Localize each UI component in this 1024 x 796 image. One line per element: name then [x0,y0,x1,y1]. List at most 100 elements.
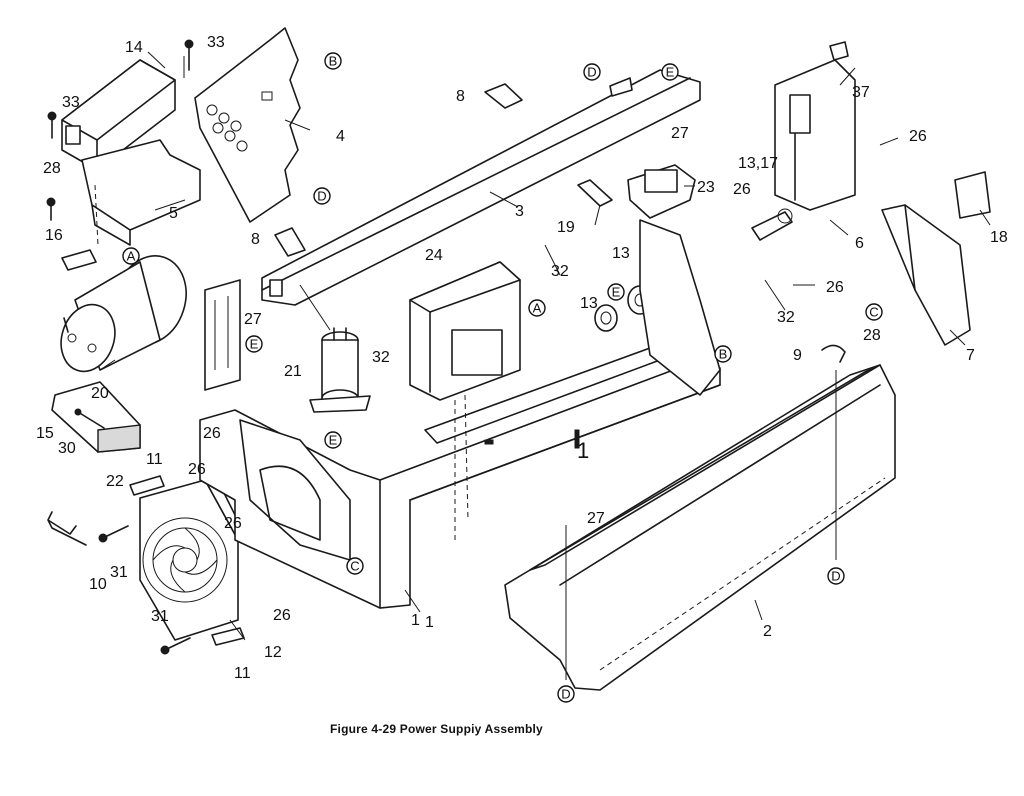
label-26-d: 26 [273,607,291,624]
part-9-clamp [821,344,846,363]
label-13-a: 13 [580,295,598,312]
screw-33-left [47,111,57,139]
part-3-rail [261,69,701,306]
part-1-chassis [199,347,721,609]
label-1-c: 1 [577,438,589,463]
part-5-shield [81,139,201,246]
svg-text:C: C [350,559,359,574]
part-19-rod [577,179,613,207]
label-26-e: 26 [733,181,751,198]
label-32-b: 32 [372,349,390,366]
label-15: 15 [36,425,54,442]
part-labels: 1 1 1 2 3 4 5 6 7 8 8 9 10 11 11 12 13 1… [36,34,1008,682]
screw-28-left [46,197,56,221]
part-20-capacitor [60,255,187,373]
callout-A-2: A [528,299,546,317]
callout-C-2: C [865,303,883,321]
label-18: 18 [990,229,1008,246]
label-26-g: 26 [909,128,927,145]
label-28-b: 28 [863,327,881,344]
part-11-strip-top [129,475,165,496]
label-27-b: 27 [244,311,262,328]
label-32-c: 32 [777,309,795,326]
callout-D-1: D [583,63,601,81]
part-11-strip-bottom [211,627,245,646]
label-20: 20 [91,385,109,402]
part-18-label [954,171,991,219]
part-8-clip-top [484,83,523,109]
leader-lines [99,51,991,680]
part-2-cover [504,364,896,691]
figure-caption: Figure 4-29 Power Suppiy Assembly [330,722,543,736]
label-13-17: 13,17 [738,155,778,172]
part-10-handle [47,511,87,546]
part-13-grommet-a [594,304,618,332]
label-26-c: 26 [224,515,242,532]
label-31-b: 31 [151,608,169,625]
part-15-22-terminal [51,381,141,453]
part-6-bracket [639,59,856,396]
label-23: 23 [697,179,715,196]
screw-31-a [98,525,129,543]
label-37: 37 [852,84,870,101]
callout-B-1: B [324,52,342,70]
svg-text:A: A [533,301,542,316]
part-23-relay [627,164,696,219]
label-16: 16 [45,227,63,244]
label-14: 14 [125,39,143,56]
part-7-plate [881,204,971,346]
label-32-a: 32 [551,263,569,280]
part-14-bracket [61,59,176,171]
part-16-clip [61,249,97,271]
label-1-a: 1 [411,612,420,629]
part-8-clip-bottom [274,227,306,257]
svg-text:D: D [561,687,570,702]
svg-text:E: E [666,65,675,80]
callout-D-3: D [827,567,845,585]
label-24: 24 [425,247,443,264]
svg-text:E: E [329,433,338,448]
label-19: 19 [557,219,575,236]
part-13-17-connector [751,208,793,241]
part-1-side-bracket [204,279,241,391]
label-13-b: 13 [612,245,630,262]
svg-text:B: B [329,54,338,69]
screw-33-top [184,39,194,71]
label-3: 3 [515,203,524,220]
label-4: 4 [336,128,345,145]
callout-E-2: E [245,335,263,353]
label-26-f: 26 [826,279,844,296]
label-2: 2 [763,623,772,640]
label-26-b: 26 [188,461,206,478]
part-4-board [194,27,301,223]
callout-E-1: E [661,63,679,81]
svg-text:D: D [587,65,596,80]
screw-31-b [160,637,191,655]
label-10: 10 [89,576,107,593]
label-11-top: 11 [146,451,163,468]
label-5: 5 [169,205,178,222]
label-9: 9 [793,347,802,364]
label-21: 21 [284,363,302,380]
callout-B-2: B [714,345,732,363]
callout-A-1: A [122,247,140,265]
label-1-b: 1 [425,614,434,631]
label-26-a: 26 [203,425,221,442]
svg-text:C: C [869,305,878,320]
svg-text:A: A [127,249,136,264]
label-33-a: 33 [207,34,225,51]
part-24-transformer [409,261,521,401]
label-8-top: 8 [456,88,465,105]
label-28-a: 28 [43,160,61,177]
callout-C-1: C [346,557,364,575]
label-31-a: 31 [110,564,128,581]
callout-D-2: D [313,187,331,205]
callout-D-4: D [557,685,575,703]
label-33-b: 33 [62,94,80,111]
label-27-c: 27 [587,510,605,527]
label-30: 30 [58,440,76,457]
label-6: 6 [855,235,864,252]
label-22: 22 [106,473,124,490]
svg-text:D: D [317,189,326,204]
